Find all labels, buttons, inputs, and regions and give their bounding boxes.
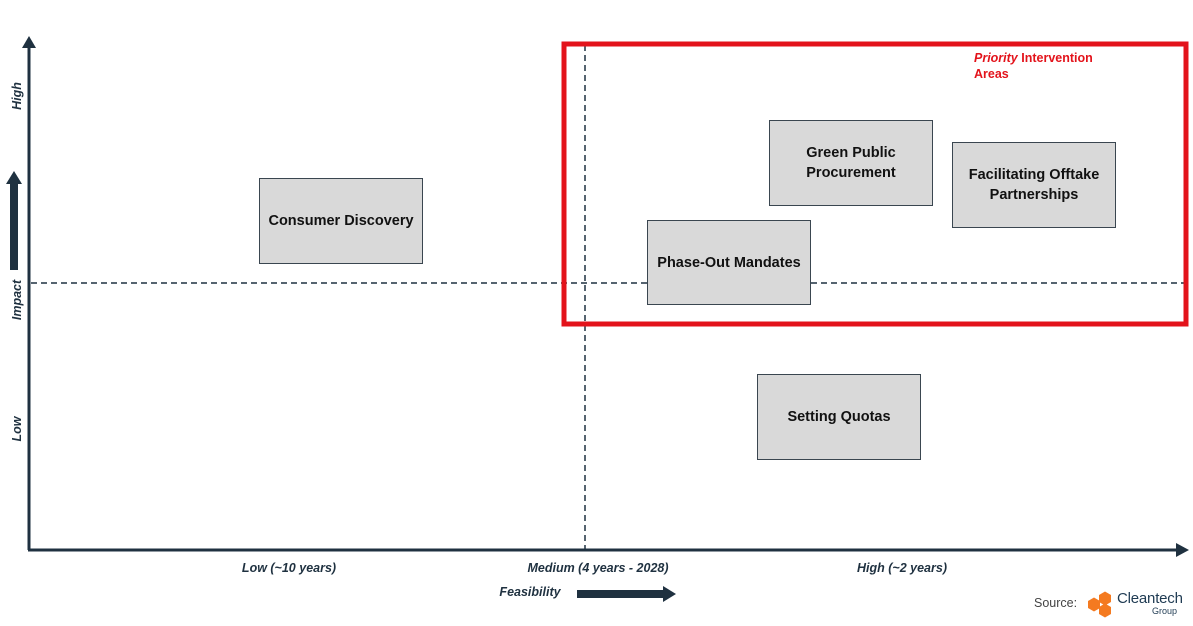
feasibility-arrow-head — [663, 586, 676, 602]
brand-sub: Group — [1152, 606, 1178, 616]
x-tick-low: Low (~10 years) — [241, 561, 337, 575]
priority-area-frame — [561, 41, 1189, 327]
x-axis-arrowhead — [1176, 543, 1189, 557]
priority-label-rest: Intervention Areas — [974, 51, 1093, 81]
feasibility-arrow-shaft — [577, 590, 663, 598]
impact-arrow-head — [6, 171, 22, 184]
y-axis-title: Impact — [10, 279, 24, 321]
cleantech-logo-icon — [1088, 591, 1111, 618]
y-axis-arrowhead — [22, 36, 36, 48]
box-phase-out-mandates: Phase-Out Mandates — [647, 220, 811, 305]
x-tick-high: High (~2 years) — [857, 561, 947, 575]
x-axis-title: Feasibility — [499, 585, 561, 599]
priority-label-italic: Priority — [974, 51, 1018, 65]
box-setting-quotas: Setting Quotas — [757, 374, 921, 460]
source-label: Source: — [1034, 596, 1078, 610]
box-green-public-procurement: Green Public Procurement — [769, 120, 933, 206]
x-tick-medium: Medium (4 years - 2028) — [527, 561, 669, 575]
impact-arrow-shaft — [10, 184, 18, 270]
box-facilitating-offtake: Facilitating Offtake Partnerships — [952, 142, 1116, 228]
box-consumer-discovery: Consumer Discovery — [259, 178, 423, 264]
priority-area-label: Priority Intervention Areas — [974, 50, 1124, 82]
y-tick-high: High — [10, 82, 24, 110]
y-tick-low: Low — [10, 416, 24, 442]
brand-name: Cleantech — [1117, 590, 1183, 607]
